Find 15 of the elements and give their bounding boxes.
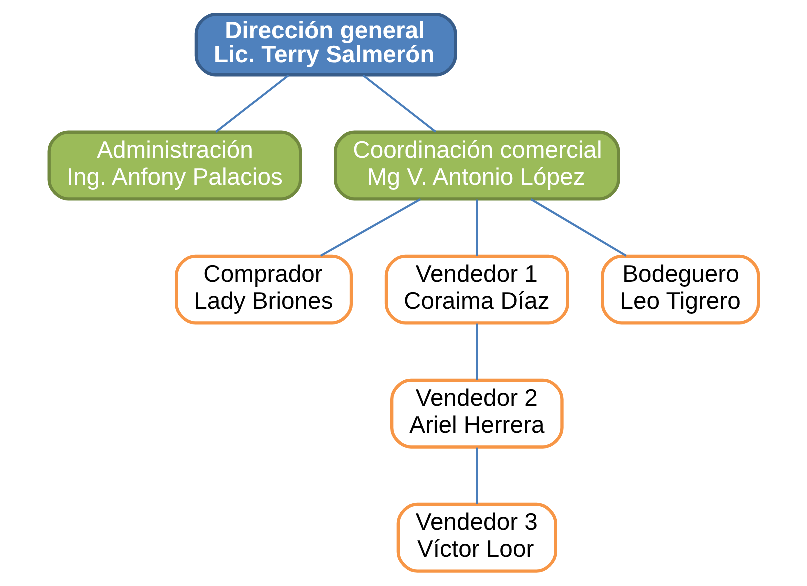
node-box: Bodeguero Leo Tigrero [600,254,760,325]
connector [320,198,421,257]
node-box: Vendedor 3 Víctor Loor [396,502,557,573]
node-box: Dirección general Lic. Terry Salmerón [194,13,457,77]
connector [530,198,626,257]
node-box: Administración Ing. Anfony Palacios [47,130,302,201]
connector [476,200,478,256]
connector [476,448,478,504]
connector [476,324,478,380]
node-box: Vendedor 2 Ariel Herrera [390,378,564,449]
node-box: Vendedor 1 Coraima Díaz [384,254,569,325]
connector [215,74,289,133]
connector [362,74,436,133]
node-box: Comprador Lady Briones [174,254,353,325]
node-box: Coordinación comercial Mg V. Antonio López [334,130,620,201]
